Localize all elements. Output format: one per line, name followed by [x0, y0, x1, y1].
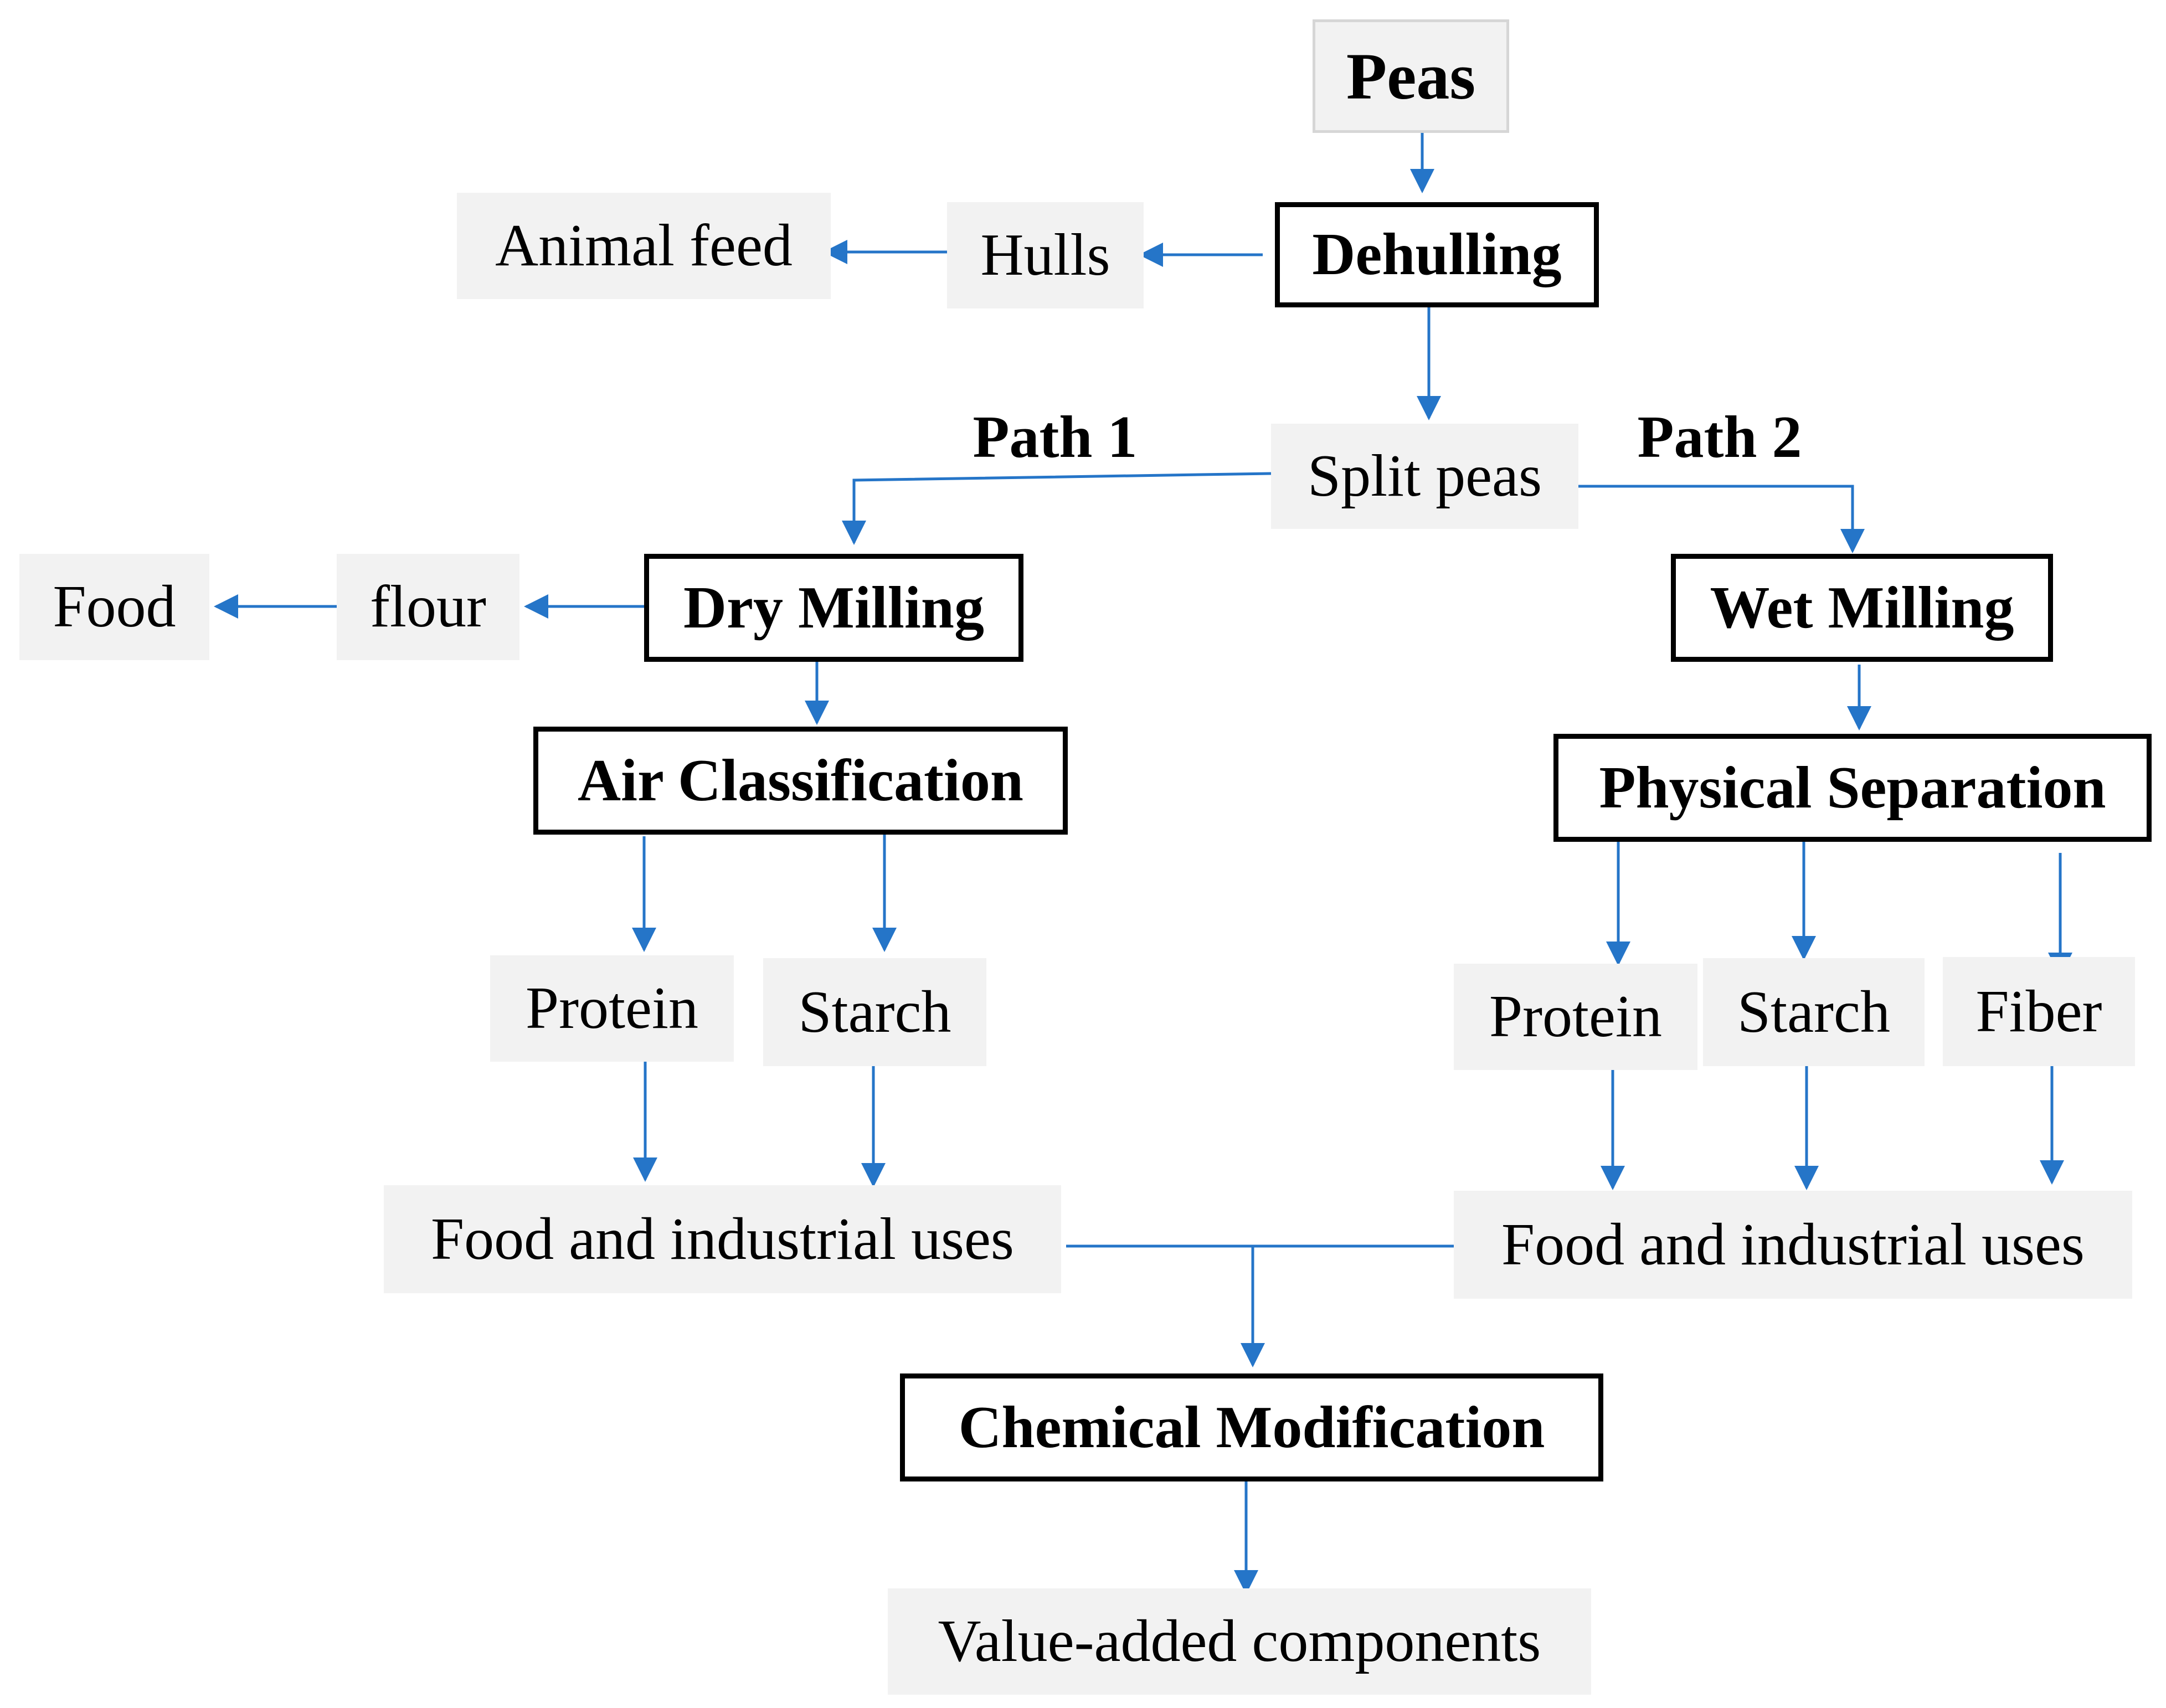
node-chemical-modification: Chemical Modification [900, 1373, 1603, 1481]
node-dehulling: Dehulling [1275, 202, 1599, 307]
node-starch-left: Starch [763, 958, 986, 1066]
node-food-industrial-right: Food and industrial uses [1454, 1191, 2132, 1299]
node-value-added-components: Value-added components [888, 1588, 1591, 1695]
node-starch-right: Starch [1703, 958, 1925, 1066]
node-protein-left: Protein [490, 955, 734, 1062]
node-animal-feed: Animal feed [457, 193, 831, 299]
node-split-peas: Split peas [1271, 424, 1578, 529]
node-wet-milling: Wet Milling [1671, 554, 2053, 662]
node-flour: flour [337, 554, 519, 660]
node-food-industrial-left: Food and industrial uses [384, 1185, 1061, 1293]
node-protein-right: Protein [1454, 964, 1697, 1070]
arrow-split-peas-to-wet-milling [1576, 485, 1865, 553]
node-hulls: Hulls [947, 202, 1144, 308]
label-path-2: Path 2 [1637, 404, 1802, 470]
node-physical-separation: Physical Separation [1553, 734, 2152, 842]
node-peas: Peas [1313, 19, 1509, 133]
arrow-split-peas-to-dry-milling [842, 472, 1272, 545]
label-path-1: Path 1 [973, 404, 1138, 470]
node-air-classification: Air Classification [533, 727, 1068, 835]
node-food: Food [19, 554, 209, 660]
node-dry-milling: Dry Milling [644, 554, 1023, 662]
node-fiber: Fiber [1943, 957, 2135, 1066]
